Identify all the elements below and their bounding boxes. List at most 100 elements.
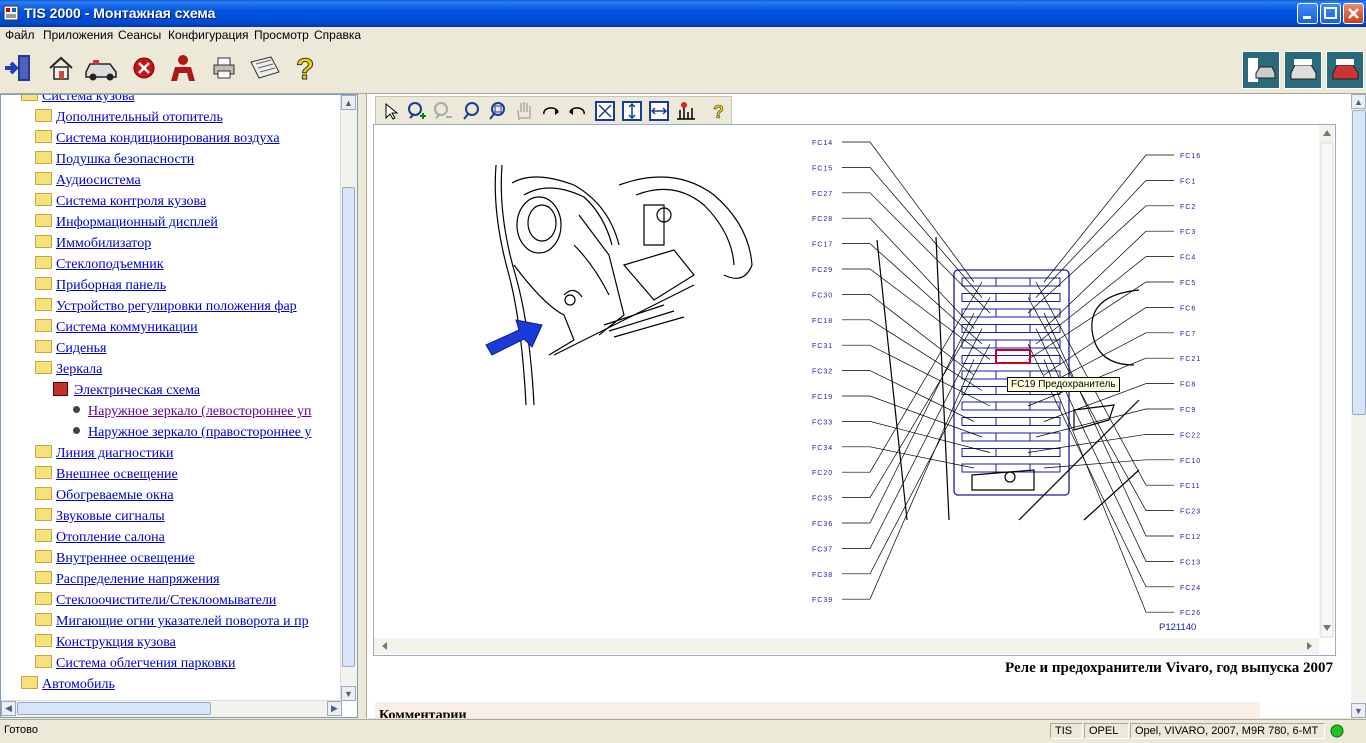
tree-item[interactable]: Отопление салона [35, 529, 165, 550]
tree-item[interactable]: Обогреваемые окна [35, 487, 174, 508]
tree-item-label[interactable]: Информационный дисплей [56, 215, 218, 230]
tree-item[interactable]: Стеклоочистители/Стеклоомыватели [35, 592, 277, 613]
zoom-button[interactable] [460, 100, 482, 122]
tree-item[interactable]: Система кондиционирования воздуха [35, 130, 280, 151]
tree-item[interactable]: Аудиосистема [35, 172, 141, 193]
tree-item-label[interactable]: Наружное зеркало (правостороннее у [88, 425, 312, 440]
menu-configuration[interactable]: Конфигурация [168, 28, 249, 42]
left-fuse-label[interactable]: FC37 [812, 546, 833, 553]
left-fuse-label[interactable]: FC20 [812, 470, 833, 477]
zoom-out-button[interactable] [432, 100, 454, 122]
left-fuse-label[interactable]: FC34 [812, 445, 833, 452]
tree-scroll-thumb[interactable] [342, 187, 355, 667]
fuse-slot[interactable] [1029, 324, 1061, 333]
pane-scroll-down-icon[interactable]: ▼ [1351, 703, 1366, 718]
rotate-ccw-button[interactable] [566, 100, 588, 122]
tree-item-label[interactable]: Система кузова [42, 94, 135, 104]
viewer-scroll-up-icon[interactable] [1323, 130, 1331, 136]
rotate-cw-button[interactable] [540, 100, 562, 122]
menu-applications[interactable]: Приложения [43, 28, 114, 42]
fuse-slot[interactable] [995, 448, 1031, 457]
tree-item-label[interactable]: Аудиосистема [56, 173, 141, 188]
left-fuse-label[interactable]: FC14 [812, 140, 833, 147]
viewer-scroll-down-icon[interactable] [1323, 625, 1331, 631]
right-fuse-label[interactable]: FC11 [1180, 483, 1201, 490]
right-fuse-label[interactable]: FC3 [1180, 229, 1196, 236]
tree-item[interactable]: Система контроля кузова [35, 193, 206, 214]
menu-sessions[interactable]: Сеансы [118, 28, 162, 42]
right-fuse-label[interactable]: FC5 [1180, 280, 1196, 287]
tree-item[interactable]: Распределение напряжения [35, 571, 220, 592]
fuse-slot[interactable] [961, 401, 997, 411]
right-fuse-label[interactable]: FC16 [1180, 153, 1201, 160]
fuse-slot[interactable] [1029, 401, 1061, 411]
notes-button[interactable] [248, 51, 282, 85]
tree-item[interactable]: Автомобиль [21, 676, 115, 697]
left-fuse-label[interactable]: FC33 [812, 419, 833, 426]
tree-item[interactable]: Подушка безопасности [35, 151, 195, 172]
right-fuse-label[interactable]: FC4 [1180, 255, 1196, 262]
fuse-slot[interactable] [961, 277, 997, 287]
fuse-slot[interactable] [995, 308, 1031, 318]
menu-file[interactable]: Файл [5, 28, 35, 42]
tree-item[interactable]: Система кузова [21, 94, 135, 109]
fuse-slot[interactable] [995, 339, 1031, 349]
tree-item-label[interactable]: Электрическая схема [74, 383, 201, 398]
tree-item[interactable]: Линия диагностики [35, 445, 173, 466]
right-fuse-label[interactable]: FC24 [1180, 585, 1201, 592]
tree-item-label[interactable]: Конструкция кузова [56, 635, 176, 650]
tree-item[interactable]: Информационный дисплей [35, 214, 218, 235]
tree-horizontal-scrollbar[interactable]: ◀ ▶ [1, 700, 342, 717]
left-fuse-label[interactable]: FC30 [812, 292, 833, 299]
pane-scroll-up-icon[interactable]: ▲ [1351, 94, 1366, 109]
viewer-hscrollbar[interactable] [374, 638, 1319, 654]
scroll-down-icon[interactable]: ▼ [341, 686, 356, 701]
fuse-slot[interactable] [961, 293, 997, 302]
pan-button[interactable] [513, 100, 535, 122]
tree-item-label[interactable]: Иммобилизатор [56, 236, 152, 251]
fuse-slot[interactable] [995, 277, 1031, 287]
right-fuse-label[interactable]: FC9 [1180, 407, 1196, 414]
close-button[interactable] [1343, 3, 1364, 24]
tree-item-label[interactable]: Стеклоочистители/Стеклоомыватели [56, 593, 277, 608]
tree-item[interactable]: Конструкция кузова [35, 634, 176, 655]
tree-item-label[interactable]: Подушка безопасности [56, 152, 195, 167]
pane-vertical-scrollbar[interactable]: ▲ ▼ [1351, 94, 1366, 718]
tree-vertical-scrollbar[interactable]: ▲ ▼ [340, 95, 357, 701]
fuse-slot[interactable] [1029, 417, 1061, 426]
viewer-scroll-left-icon[interactable] [382, 642, 387, 650]
tree-item-label[interactable]: Зеркала [56, 362, 103, 377]
vehicle-data-button[interactable] [1242, 51, 1280, 89]
tree-item-label[interactable]: Устройство регулировки положения фар [56, 299, 297, 314]
tree-item[interactable]: Система коммуникации [35, 319, 198, 340]
tree-item[interactable]: Стеклоподъемник [35, 256, 164, 277]
left-fuse-label[interactable]: FC27 [812, 191, 833, 198]
left-fuse-label[interactable]: FC32 [812, 369, 833, 376]
minimize-button[interactable] [1297, 3, 1318, 24]
tree-item-label[interactable]: Система облегчения парковки [56, 656, 236, 671]
right-fuse-label[interactable]: FC22 [1180, 432, 1201, 439]
tree-item-label[interactable]: Наружное зеркало (левостороннее уп [88, 404, 312, 419]
tree-item[interactable]: Устройство регулировки положения фар [35, 298, 297, 319]
print-button[interactable] [207, 51, 241, 85]
tree-item-label[interactable]: Отопление салона [56, 530, 165, 545]
fuse-slot[interactable] [995, 417, 1031, 426]
select-tool-button[interactable] [380, 100, 402, 122]
right-fuse-label[interactable]: FC26 [1180, 610, 1201, 617]
left-fuse-label[interactable]: FC29 [812, 267, 833, 274]
tree-item[interactable]: Мигающие огни указателей поворота и пр [35, 613, 309, 634]
right-fuse-label[interactable]: FC13 [1180, 559, 1201, 566]
tree-item[interactable]: Зеркала [35, 361, 103, 382]
diagnostics-button[interactable] [1284, 51, 1322, 89]
tree-item[interactable]: Иммобилизатор [35, 235, 152, 256]
fuse-slot[interactable] [961, 355, 997, 364]
right-fuse-label[interactable]: FC6 [1180, 305, 1196, 312]
left-fuse-label[interactable]: FC36 [812, 521, 833, 528]
fuse-slot[interactable] [961, 463, 997, 473]
service-button[interactable] [1326, 51, 1364, 89]
right-fuse-label[interactable]: FC1 [1180, 178, 1196, 185]
scroll-up-icon[interactable]: ▲ [341, 95, 356, 110]
fuse-slot[interactable] [995, 324, 1031, 333]
left-fuse-label[interactable]: FC39 [812, 597, 833, 604]
